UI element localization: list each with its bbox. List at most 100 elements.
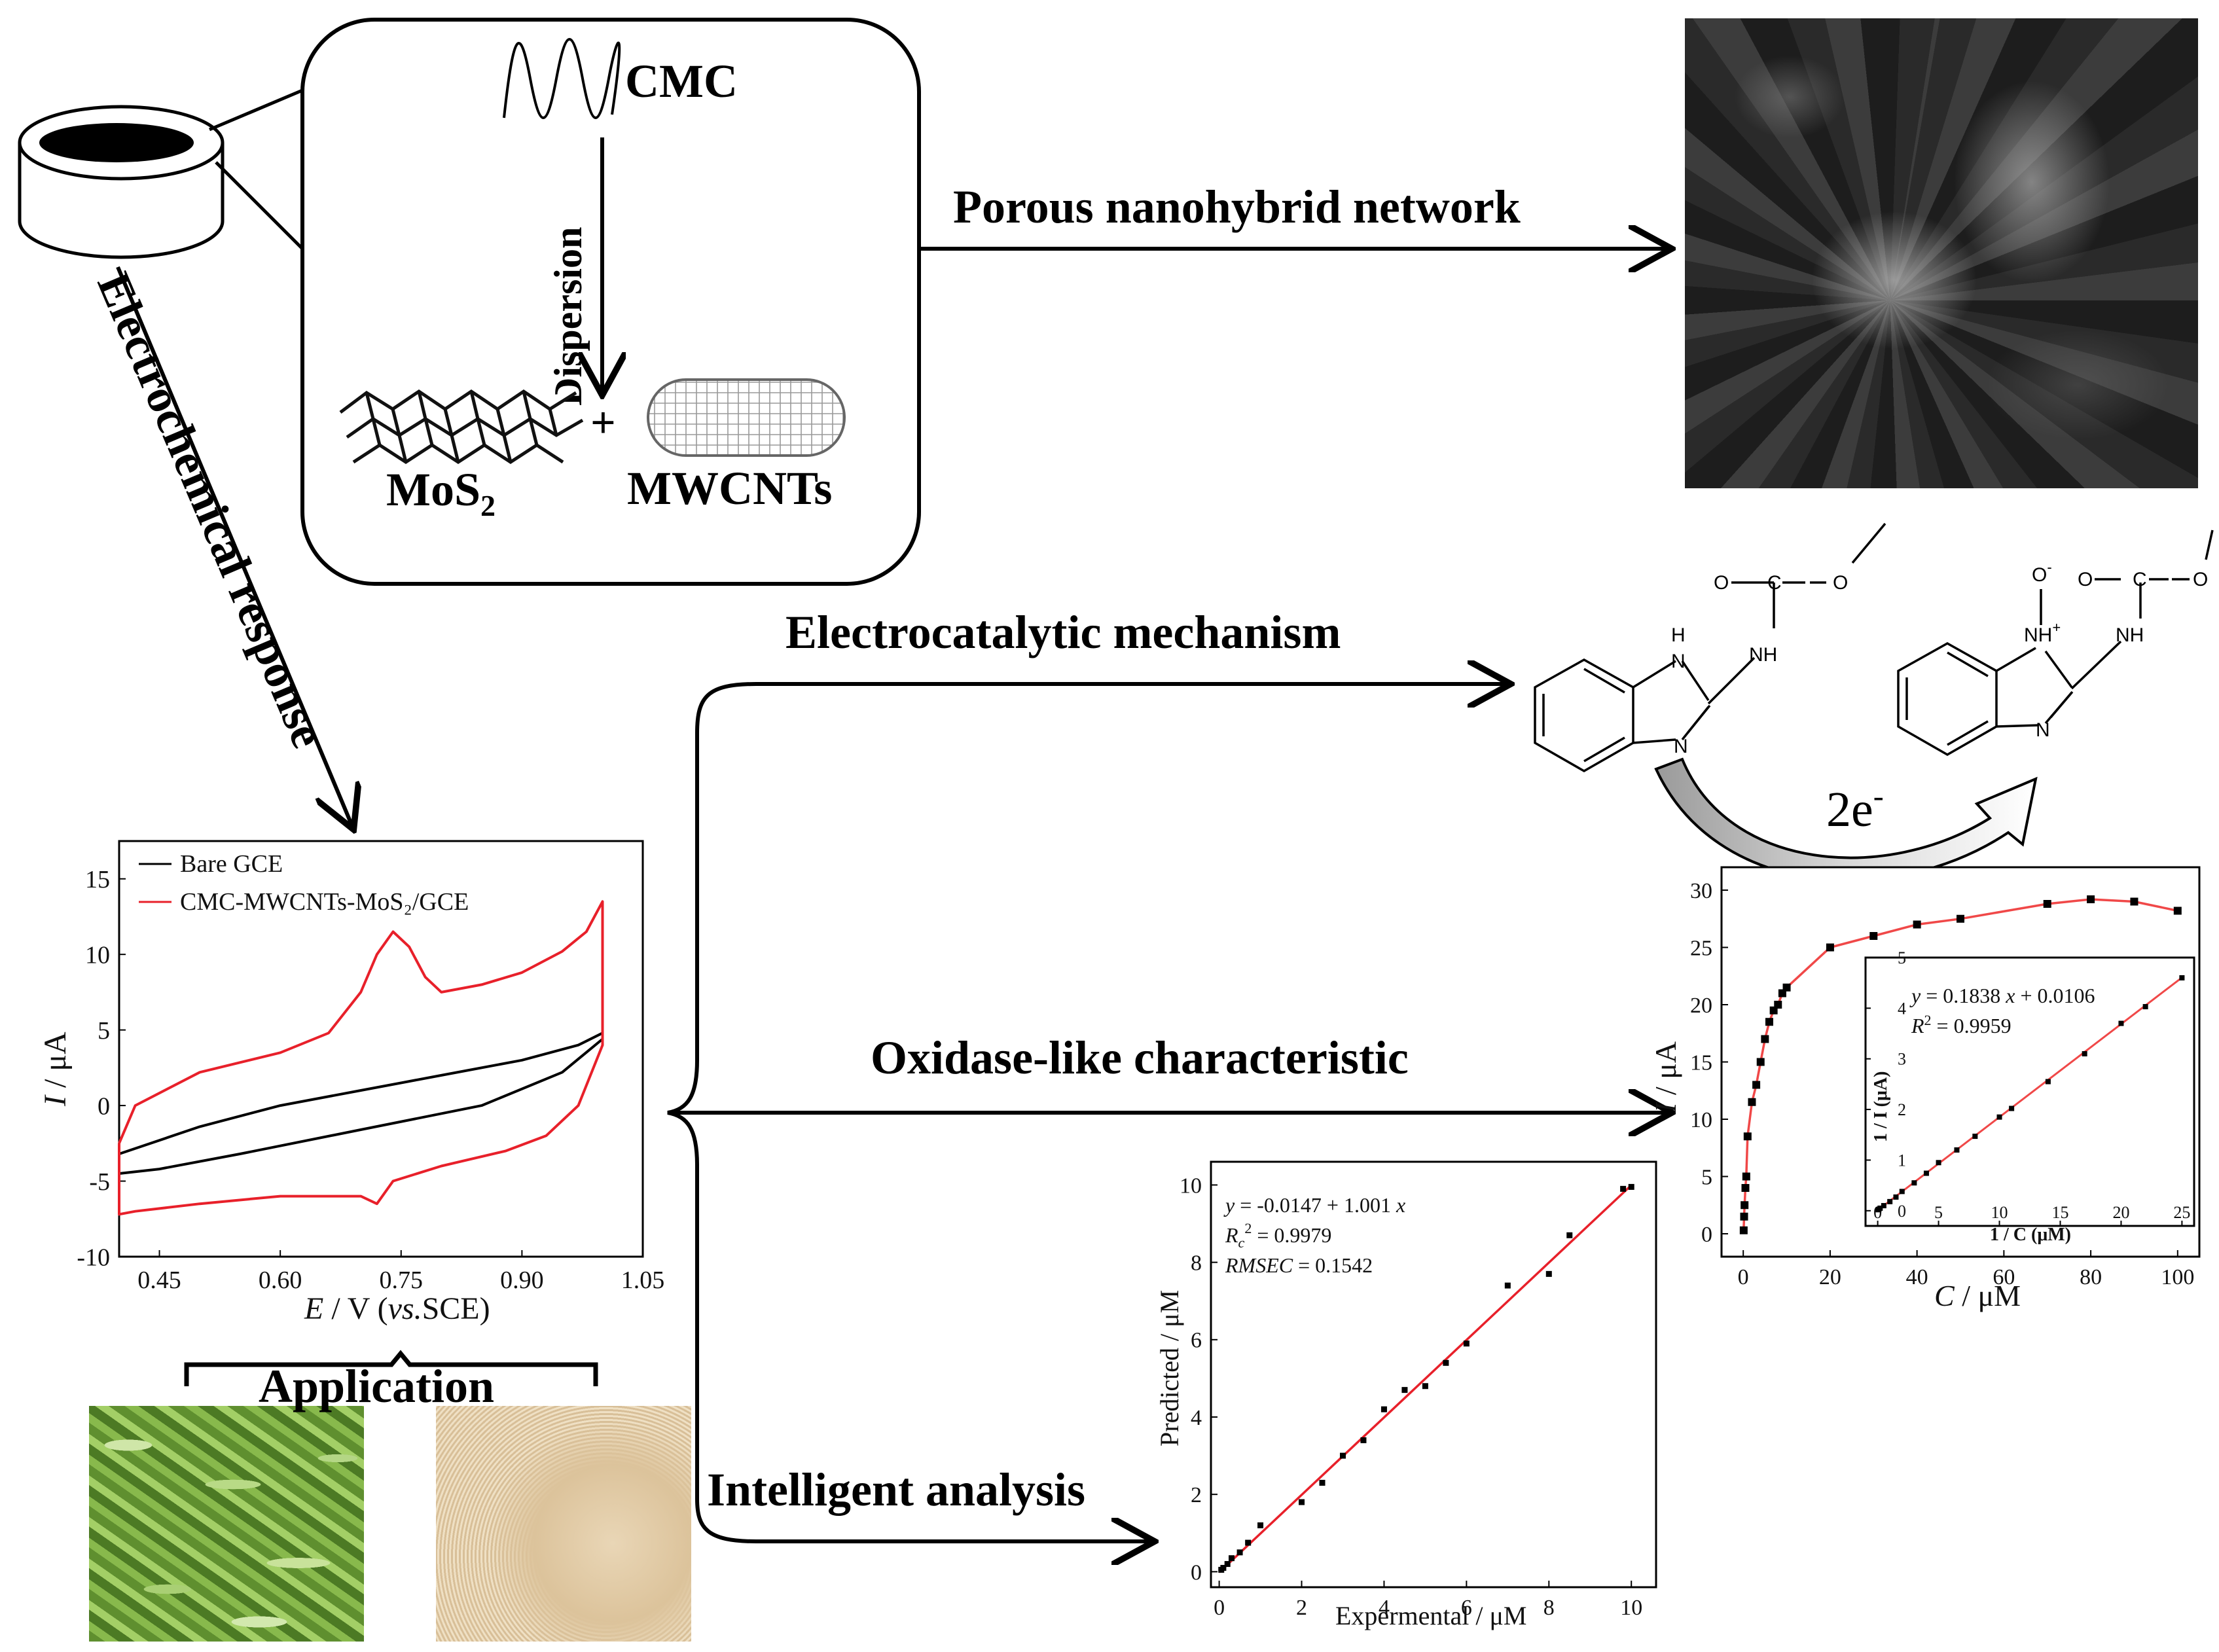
pred-ytick-label: 4 <box>1191 1406 1202 1430</box>
inset-point <box>1954 1147 1960 1153</box>
sat-point <box>1913 920 1921 929</box>
sat-point <box>1741 1184 1750 1192</box>
cv-xtick-label: 0.45 <box>137 1266 181 1294</box>
inset-xtick-label: 10 <box>1991 1203 2008 1222</box>
inset-xlabel: 1 / C (μM) <box>1990 1225 2071 1245</box>
pred-xtick-label: 4 <box>1379 1596 1390 1620</box>
cv-xtick-label: 0.75 <box>380 1266 424 1294</box>
pred-ytick-label: 6 <box>1191 1329 1202 1353</box>
inset-point <box>1923 1170 1929 1176</box>
sat-point <box>1741 1201 1749 1210</box>
sat-point <box>1765 1018 1773 1026</box>
inset-ylabel: 1 / I (μA) <box>1871 1071 1891 1142</box>
porous-network-label: Porous nanohybrid network <box>953 181 1521 233</box>
sat-point <box>1756 1058 1765 1066</box>
right-o: O <box>2078 569 2093 590</box>
sat-xtick-label: 40 <box>1906 1265 1928 1289</box>
cv-xlabel: E / V (vs.SCE) <box>304 1291 490 1326</box>
sat-point <box>2087 895 2095 903</box>
rice-photo <box>436 1406 691 1642</box>
pred-point <box>1504 1282 1511 1289</box>
pred-point <box>1380 1406 1387 1412</box>
right-n-bottom: N <box>2036 719 2050 741</box>
oxidase-label: Oxidase-like characteristic <box>871 1032 1409 1084</box>
sat-ytick-label: 0 <box>1701 1223 1712 1247</box>
mwcnt-tube-icon <box>647 378 846 457</box>
pred-point <box>1236 1549 1243 1556</box>
inset-point <box>2082 1050 2087 1056</box>
sat-ytick-label: 30 <box>1690 879 1712 903</box>
sat-xtick-label: 80 <box>2080 1265 2102 1289</box>
application-label: Application <box>259 1360 494 1412</box>
right-nh: NH <box>2116 624 2144 646</box>
cv-ytick-label: -10 <box>77 1244 110 1271</box>
inset-point <box>2118 1020 2124 1026</box>
inset-point <box>1972 1134 1978 1140</box>
pred-point <box>1422 1383 1428 1390</box>
pred-point <box>1443 1359 1449 1366</box>
cv-ytick-label: -5 <box>89 1168 110 1196</box>
sat-point <box>1739 1226 1748 1234</box>
pred-rc: Rc2 = 0.9979 <box>1225 1220 1331 1251</box>
right-nh-plus: NH+ <box>2024 619 2061 646</box>
inset-point <box>1893 1194 1899 1200</box>
pred-point <box>1566 1232 1573 1238</box>
intelligent-analysis-label: Intelligent analysis <box>707 1463 1085 1516</box>
cv-ytick-label: 15 <box>85 866 110 893</box>
pred-rmsec: RMSEC = 0.1542 <box>1225 1253 1373 1277</box>
inset-ytick-label: 1 <box>1898 1151 1906 1170</box>
tea-leaves-photo <box>89 1406 364 1642</box>
cv-xtick-label: 0.60 <box>259 1266 302 1294</box>
inset-point <box>1881 1203 1886 1209</box>
pred-equation: y = -0.0147 + 1.001 x <box>1223 1193 1405 1217</box>
sat-ylabel: I / μA <box>1649 1041 1682 1113</box>
inset-xtick-label: 20 <box>2112 1203 2129 1222</box>
sat-point <box>1742 1172 1750 1181</box>
inset-point <box>1877 1205 1883 1211</box>
inset-point <box>1911 1180 1917 1186</box>
left-nh: NH <box>1749 644 1777 666</box>
cv-xtick-label: 1.05 <box>621 1266 665 1294</box>
inset-xtick-label: 25 <box>2173 1203 2190 1222</box>
conversion-arrow <box>1654 757 2038 882</box>
sat-ytick-label: 10 <box>1690 1108 1712 1132</box>
cv-xtick-label: 0.90 <box>500 1266 544 1294</box>
sat-point <box>1774 1001 1782 1009</box>
pred-point <box>1339 1452 1346 1459</box>
inset-point <box>1996 1114 2002 1120</box>
pred-point <box>1620 1185 1627 1192</box>
sat-point <box>1957 914 1964 923</box>
inset-r2: R2 = 0.9959 <box>1911 1012 2012 1037</box>
pred-point <box>1257 1522 1264 1528</box>
dispersion-label: Dispersion <box>547 227 590 406</box>
pred-point <box>1628 1183 1634 1190</box>
sat-point <box>2173 907 2182 915</box>
sat-point <box>1752 1081 1761 1089</box>
left-n-bottom: N <box>1674 736 1688 757</box>
application-brace <box>184 1350 598 1386</box>
pred-point <box>1360 1437 1367 1443</box>
inset-ytick-label: 2 <box>1898 1100 1906 1119</box>
left-n-top: N <box>1671 651 1686 672</box>
pred-xtick-label: 8 <box>1543 1596 1555 1620</box>
sat-point <box>1826 943 1834 952</box>
sat-point <box>1869 932 1878 940</box>
pred-point <box>1401 1387 1408 1393</box>
two-electron-label: 2e- <box>1826 779 1884 837</box>
pred-ytick-label: 10 <box>1180 1174 1202 1198</box>
pred-point <box>1299 1499 1305 1505</box>
cv-ytick-label: 10 <box>85 941 110 969</box>
inset-ytick-label: 0 <box>1898 1202 1906 1221</box>
mwcnts-label: MWCNTs <box>627 462 832 514</box>
sat-xtick-label: 0 <box>1738 1265 1749 1289</box>
inset-ytick-label: 3 <box>1898 1050 1906 1069</box>
inset-ytick-label: 5 <box>1898 948 1906 967</box>
mos2-label: MoS2 <box>386 463 496 522</box>
inset-point <box>2179 975 2185 980</box>
molecule-left <box>1534 522 1886 773</box>
sat-xtick-label: 100 <box>2161 1265 2194 1289</box>
pred-point <box>1245 1539 1252 1546</box>
inset-point <box>2142 1004 2148 1010</box>
